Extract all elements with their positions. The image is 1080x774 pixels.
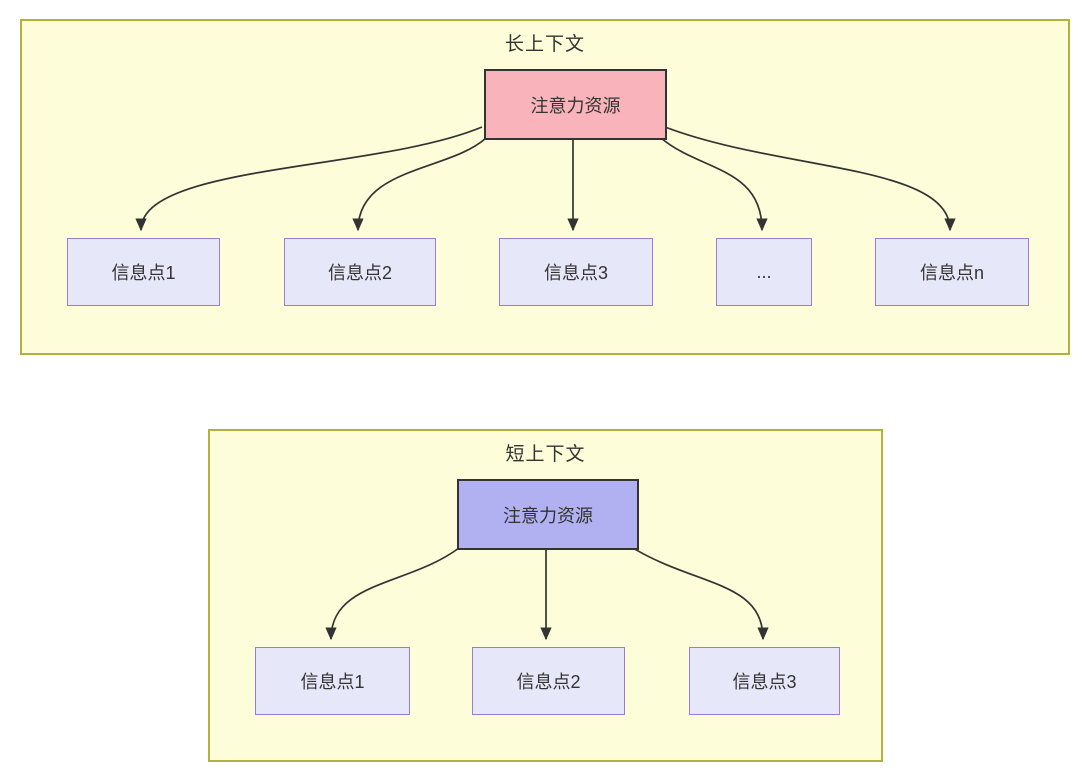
panel-title-long-context: 长上下文 (504, 34, 585, 55)
info-node-1-short: 信息点1 (255, 647, 410, 715)
panel-long-context: 长上下文 注意力资源 信息点1 信息点2 信息点3 ... 信息点n (20, 19, 1070, 355)
attention-resource-node-short: 注意力资源 (457, 479, 639, 550)
info-node-2-long: 信息点2 (284, 238, 436, 306)
info-node-1-long: 信息点1 (67, 238, 220, 306)
info-node-3-short: 信息点3 (689, 647, 840, 715)
attention-resource-node-long: 注意力资源 (484, 69, 667, 140)
panel-title-short-context: 短上下文 (505, 444, 586, 465)
info-node-2-short: 信息点2 (472, 647, 625, 715)
info-node-3-long: 信息点3 (499, 238, 653, 306)
panel-short-context: 短上下文 注意力资源 信息点1 信息点2 信息点3 (208, 429, 883, 762)
info-node-n-long: 信息点n (875, 238, 1029, 306)
info-node-ellipsis-long: ... (716, 238, 812, 306)
